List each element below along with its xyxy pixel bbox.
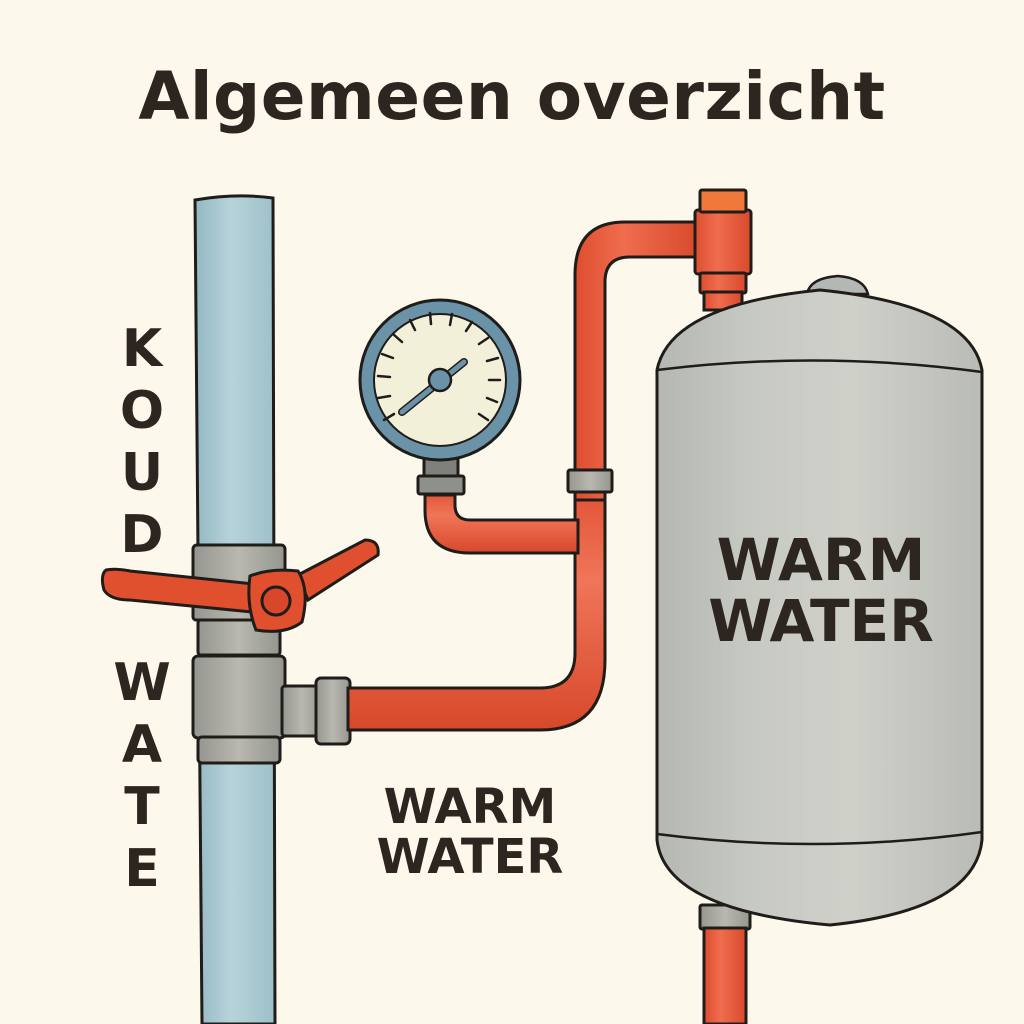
label-line: WATER: [376, 829, 564, 886]
letter: D: [120, 505, 164, 565]
pressure-gauge: [358, 298, 522, 496]
cold-water-label-wate: W A T E: [112, 652, 172, 900]
hot-water-tank: [655, 274, 984, 927]
label-line: WARM: [383, 779, 557, 835]
letter: E: [124, 839, 160, 899]
valve-handle[interactable]: [100, 538, 380, 633]
warm-water-pipe-label: WARM WATER: [360, 782, 580, 883]
warm-water-tank-label: WARM WATER: [690, 530, 952, 652]
letter: T: [124, 777, 160, 837]
letter: A: [121, 715, 163, 775]
letter: K: [121, 319, 163, 379]
letter: O: [119, 381, 165, 441]
page-title: Algemeen overzicht: [138, 58, 886, 135]
cold-water-label-koud: K O U D: [112, 318, 172, 566]
letter: W: [113, 653, 171, 713]
label-line: WARM: [716, 526, 926, 594]
label-line: WATER: [708, 586, 934, 655]
gauge-ticks-icon: [376, 311, 502, 422]
letter: U: [120, 443, 164, 503]
hot-water-pipe: [346, 188, 753, 1024]
